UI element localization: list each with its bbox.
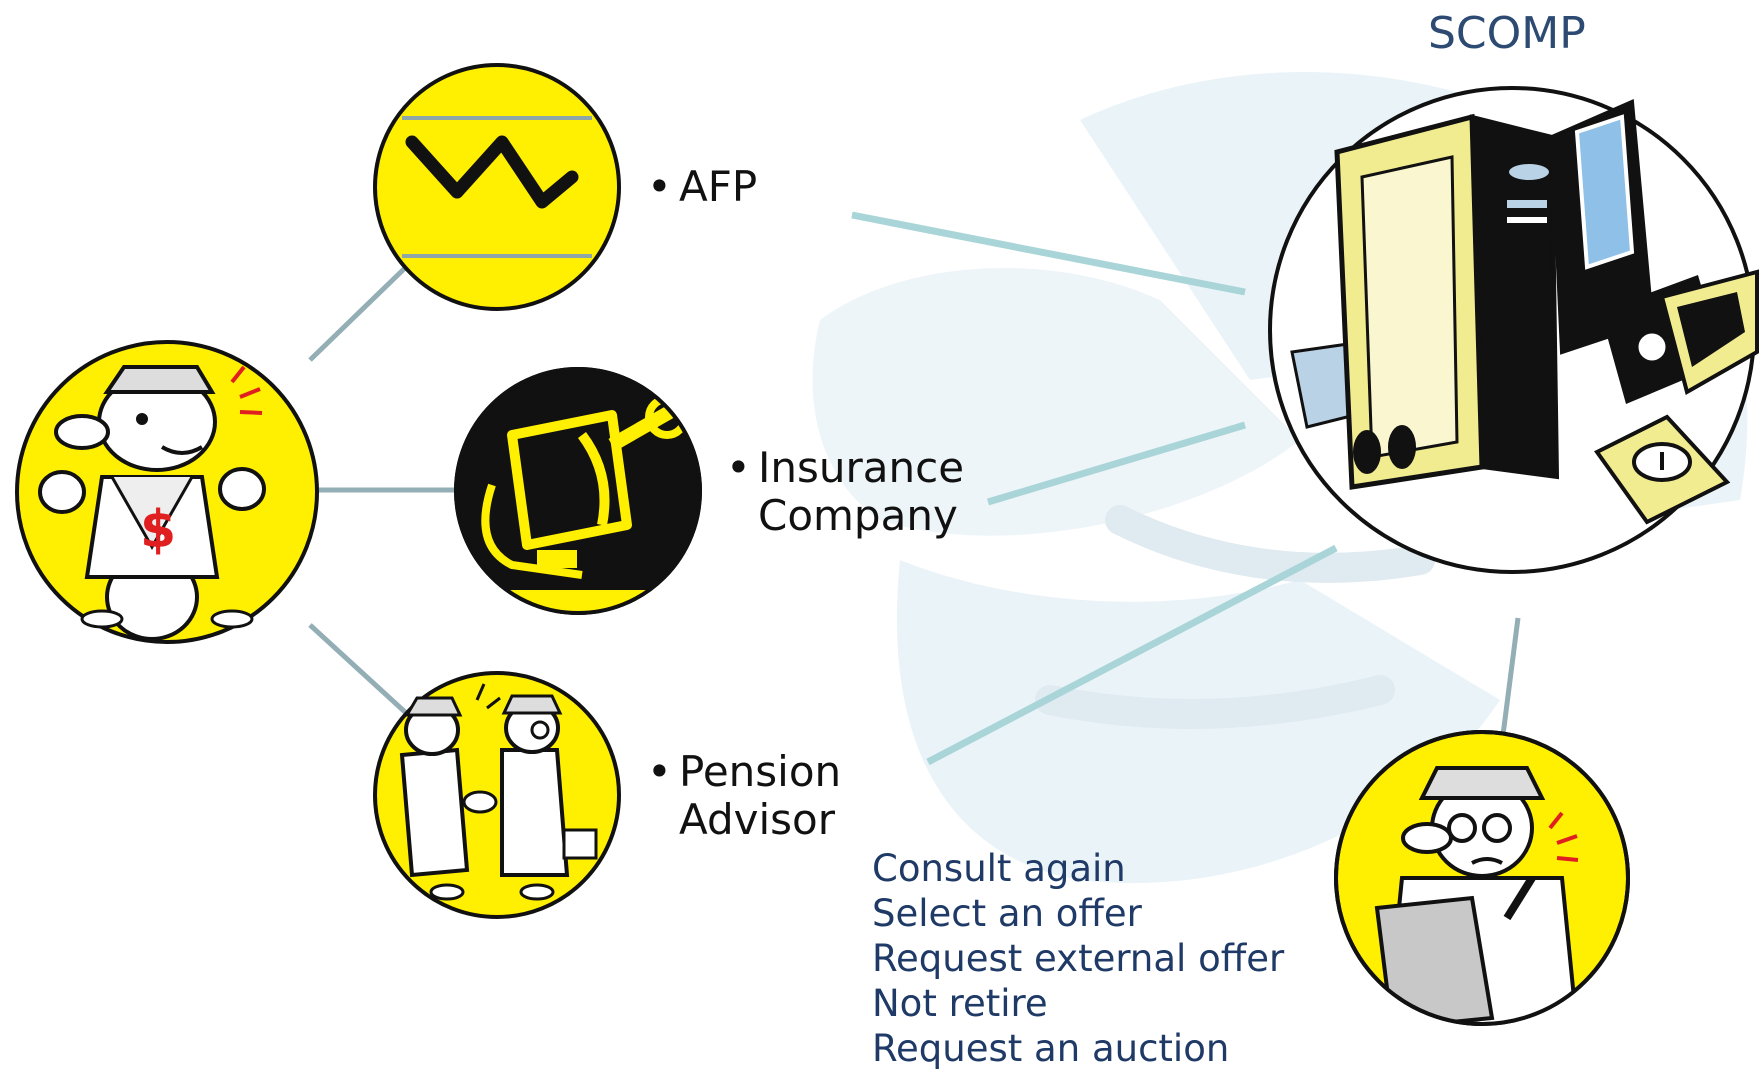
connector-retiree-advisor xyxy=(308,623,407,714)
connector-retiree-afp xyxy=(308,266,407,362)
afp-bullet: • xyxy=(647,162,672,211)
option-request-external-offer: Request external offer xyxy=(872,937,1285,980)
svg-text:$: $ xyxy=(140,500,176,560)
insurance-label-line2: Company xyxy=(758,491,958,540)
computer-workstation-icon xyxy=(1268,86,1759,574)
connector-insurance-scomp xyxy=(986,421,1247,506)
option-not-retire: Not retire xyxy=(872,982,1048,1025)
safe-key-icon xyxy=(454,367,702,615)
retiree-money-icon: $ xyxy=(15,340,319,644)
advisor-label: •Pension Advisor xyxy=(647,748,841,844)
connector-afp-scomp xyxy=(851,211,1246,296)
advisor-label-line1: Pension xyxy=(679,747,842,796)
scomp-title: SCOMP xyxy=(1428,8,1586,59)
zigzag-chart-icon xyxy=(373,63,621,311)
afp-label-text: AFP xyxy=(679,162,758,211)
option-consult-again: Consult again xyxy=(872,847,1126,890)
options-list: Consult again Select an offer Request ex… xyxy=(872,846,1284,1071)
option-request-auction: Request an auction xyxy=(872,1027,1230,1070)
option-select-offer: Select an offer xyxy=(872,892,1142,935)
advisor-bullet: • xyxy=(647,747,672,796)
inspector-clipboard-icon xyxy=(1334,730,1630,1026)
handshake-icon xyxy=(373,671,621,919)
insurance-bullet: • xyxy=(726,443,751,492)
afp-label: •AFP xyxy=(647,163,757,211)
connector-advisor-scomp xyxy=(926,544,1338,766)
insurance-label: •Insurance Company xyxy=(726,444,964,540)
insurance-label-line1: Insurance xyxy=(758,443,965,492)
connector-scomp-supervisor xyxy=(1500,617,1521,736)
advisor-label-line2: Advisor xyxy=(679,795,836,844)
